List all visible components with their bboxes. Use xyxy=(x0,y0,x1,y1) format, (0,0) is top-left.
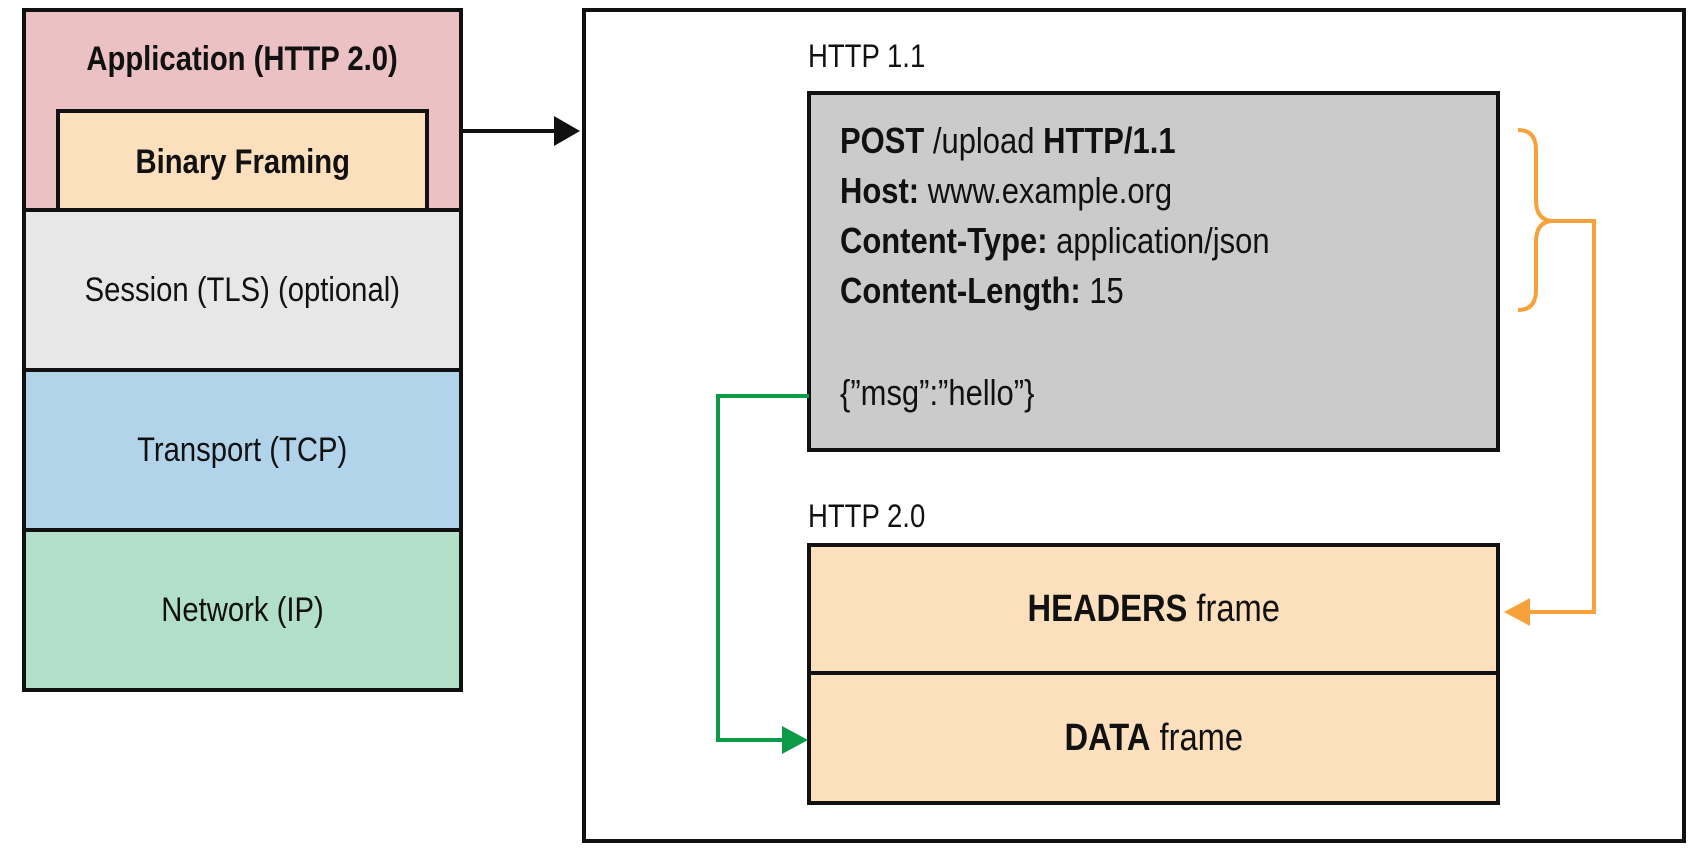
session-layer-label: Session (TLS) (optional) xyxy=(84,270,401,309)
content-type-header: Content-Type: application/json xyxy=(840,220,1339,262)
data-frame-type: DATA xyxy=(1064,716,1151,759)
stack-to-detail-arrow xyxy=(463,116,580,146)
data-frame: DATA frame xyxy=(807,671,1500,805)
host-header: Host: www.example.org xyxy=(840,170,1226,212)
content-type-key: Content-Type: xyxy=(840,220,1048,261)
request-line: POST /upload HTTP/1.1 xyxy=(840,120,1230,162)
host-header-value: www.example.org xyxy=(919,170,1173,211)
content-length-header: Content-Length: 15 xyxy=(840,270,1170,312)
http20-label: HTTP 2.0 xyxy=(808,498,926,534)
content-length-value: 15 xyxy=(1080,270,1124,311)
network-layer: Network (IP) xyxy=(22,528,463,692)
content-length-key: Content-Length: xyxy=(840,270,1081,311)
transport-layer: Transport (TCP) xyxy=(22,368,463,532)
headers-frame-type: HEADERS xyxy=(1027,587,1188,630)
content-type-value: application/json xyxy=(1047,220,1270,261)
host-header-key: Host: xyxy=(840,170,920,211)
request-version: HTTP/1.1 xyxy=(1043,120,1176,161)
headers-frame-suffix: frame xyxy=(1187,587,1280,630)
headers-frame: HEADERS frame xyxy=(807,543,1500,675)
headers-arrow xyxy=(1504,128,1596,626)
request-method: POST xyxy=(840,120,925,161)
binary-framing-label: Binary Framing xyxy=(135,143,350,181)
http11-request-box xyxy=(807,91,1500,452)
request-path: /upload xyxy=(924,120,1044,161)
network-layer-label: Network (IP) xyxy=(161,590,324,629)
data-arrow xyxy=(716,394,809,754)
http11-label: HTTP 1.1 xyxy=(808,38,926,74)
detail-container xyxy=(582,8,1686,843)
headers-brace xyxy=(1517,128,1553,312)
binary-framing-layer: Binary Framing xyxy=(56,109,429,212)
transport-layer-label: Transport (TCP) xyxy=(137,430,348,469)
application-layer-label: Application (HTTP 2.0) xyxy=(86,40,399,78)
request-body: {”msg”:”hello”} xyxy=(840,372,1035,413)
data-frame-suffix: frame xyxy=(1150,716,1243,759)
